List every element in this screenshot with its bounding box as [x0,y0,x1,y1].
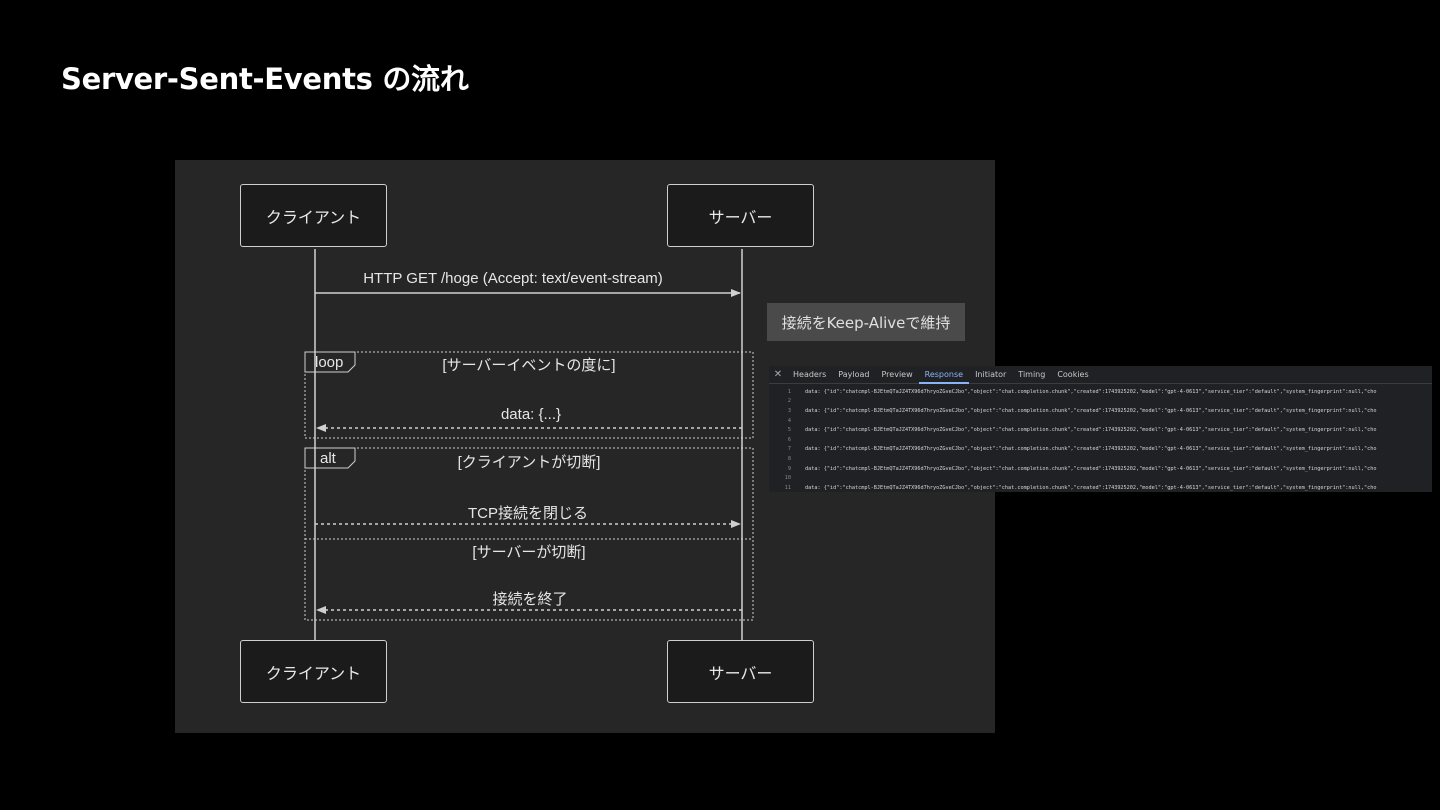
alt-condition-server: [サーバーが切断] [472,544,586,561]
participant-client-top: クライアント [240,184,387,247]
tab-headers[interactable]: Headers [793,370,827,379]
loop-condition: [サーバーイベントの度に] [442,357,616,374]
participant-server-bottom: サーバー [667,640,814,703]
tab-preview[interactable]: Preview [881,370,913,379]
slide-title: Server-Sent-Events の流れ [61,62,469,96]
connection-end-label: 接続を終了 [492,591,568,608]
event-data-label: data: {...} [500,406,562,423]
devtools-tab-bar: ✕ Headers Payload Preview Response Initi… [769,366,1432,384]
keep-alive-note: 接続をKeep-Aliveで維持 [767,303,965,341]
loop-tag: loop [315,354,344,371]
diagram-lines [304,249,754,640]
response-line: 8 [787,455,791,462]
tab-timing[interactable]: Timing [1018,370,1046,379]
participant-client-bottom: クライアント [240,640,387,703]
devtools-response-panel: ✕ Headers Payload Preview Response Initi… [769,366,1432,492]
tab-payload[interactable]: Payload [838,370,870,379]
participant-server-top: サーバー [667,184,814,247]
tcp-close-label: TCP接続を閉じる [467,505,589,522]
response-line: 2 [787,398,791,405]
loop-frame [304,351,754,439]
alt-tag: alt [320,450,336,467]
request-label: HTTP GET /hoge (Accept: text/event-strea… [363,270,663,287]
alt-tag-box [304,447,356,469]
loop-tag-box [304,351,356,373]
response-line: 10 [784,475,791,482]
tab-response[interactable]: Response [918,366,970,384]
tab-initiator[interactable]: Initiator [975,370,1007,379]
alt-condition-client: [クライアントが切断] [457,454,601,471]
tab-cookies[interactable]: Cookies [1057,370,1089,379]
close-icon[interactable]: ✕ [773,369,783,380]
response-line: 6 [787,436,791,443]
response-line: 4 [787,417,791,424]
alt-frame [304,447,754,621]
